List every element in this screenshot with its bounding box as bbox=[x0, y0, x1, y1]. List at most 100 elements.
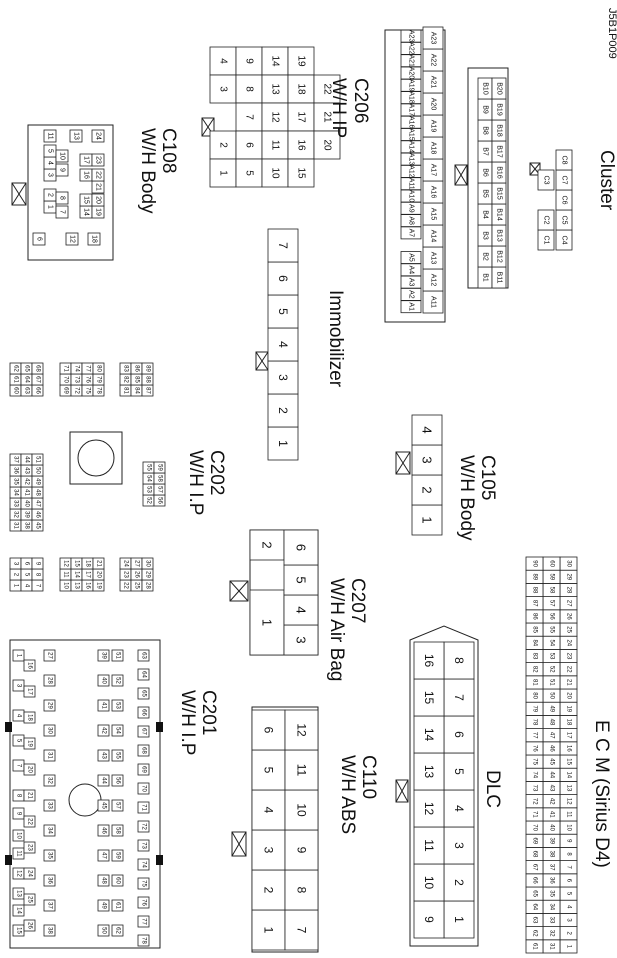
pin-ecm-44: 44 bbox=[542, 767, 561, 782]
pin-label: 64 bbox=[24, 376, 30, 383]
pin-c202-45: 45 bbox=[31, 519, 44, 532]
pin-ecm-8: 8 bbox=[559, 847, 578, 862]
pin-label: 71 bbox=[532, 811, 538, 818]
pin-ecm-20: 20 bbox=[559, 688, 578, 703]
pin-label: 16 bbox=[27, 662, 33, 669]
pin-ecm-63: 63 bbox=[525, 913, 544, 928]
pin-label: 2 bbox=[420, 486, 435, 493]
pin-label: 24 bbox=[27, 870, 33, 877]
connectors-layer: 1234567891011121314151617181920212223244… bbox=[5, 26, 578, 954]
pin-label: A19 bbox=[430, 120, 437, 133]
connector-ecm: 1316123262333634346453565636667376783868… bbox=[525, 556, 578, 954]
pin-c202-40: 40 bbox=[20, 497, 33, 510]
pin-c202-12: 12 bbox=[59, 557, 72, 570]
pin-ecm-34: 34 bbox=[542, 899, 561, 914]
pin-label: 13 bbox=[566, 785, 572, 792]
pin-label: 74 bbox=[141, 861, 147, 868]
pin-label: 1 bbox=[13, 584, 19, 588]
pin-ecm-61: 61 bbox=[525, 939, 544, 954]
pin-c202-74: 74 bbox=[70, 362, 83, 375]
pin-c202-66: 66 bbox=[31, 384, 44, 397]
pin-ecm-6: 6 bbox=[559, 873, 578, 888]
pin-c206-7: 7 bbox=[235, 102, 263, 132]
pin-label: 17 bbox=[85, 571, 91, 578]
pin-label: 18 bbox=[296, 83, 307, 95]
pin-label: 20 bbox=[96, 571, 102, 578]
pin-c202-29: 29 bbox=[141, 568, 154, 581]
pin-label: 1 bbox=[47, 205, 54, 209]
pin-c201-15: 15 bbox=[12, 924, 25, 937]
pin-ecm-79: 79 bbox=[525, 701, 544, 716]
pin-label: 66 bbox=[532, 877, 538, 884]
pin-ecm-13: 13 bbox=[559, 781, 578, 796]
c108-name-label: C108 bbox=[158, 128, 179, 173]
pin-label: 55 bbox=[146, 464, 152, 471]
pin-immobilizer-1: 1 bbox=[267, 426, 299, 461]
pin-c206-2: 2 bbox=[209, 130, 237, 160]
pin-label: 37 bbox=[13, 456, 19, 463]
pin-c202-41: 41 bbox=[20, 486, 33, 499]
pin-label: 74 bbox=[532, 771, 538, 778]
pin-ecm-24: 24 bbox=[559, 635, 578, 650]
c105-desc-label: W/H Body bbox=[456, 455, 477, 541]
pin-label: A23 bbox=[408, 30, 415, 43]
pin-c108-13: 13 bbox=[69, 129, 83, 143]
pin-c206-11: 11 bbox=[261, 130, 289, 160]
pin-ecm-36: 36 bbox=[542, 873, 561, 888]
pin-label: 58 bbox=[157, 475, 163, 482]
pin-c108-22: 22 bbox=[91, 168, 105, 182]
pin-c202-86: 86 bbox=[130, 362, 143, 375]
pin-label: A4 bbox=[408, 266, 415, 275]
pin-label: 12 bbox=[422, 802, 436, 816]
latch bbox=[395, 451, 411, 475]
pin-label: 7 bbox=[276, 242, 290, 249]
pin-label: 81 bbox=[532, 679, 538, 686]
pin-cluster-A21: A21 bbox=[422, 70, 444, 94]
pin-c202-87: 87 bbox=[141, 384, 154, 397]
pin-c110-7: 7 bbox=[284, 909, 319, 951]
pin-label: 42 bbox=[101, 727, 107, 734]
pin-label: 22 bbox=[566, 666, 572, 673]
pin-label: A9 bbox=[408, 204, 415, 213]
pin-label: 4 bbox=[262, 807, 276, 814]
pin-label: 80 bbox=[96, 365, 102, 372]
pin-label: 72 bbox=[532, 798, 538, 805]
pin-c105-4: 4 bbox=[411, 414, 443, 446]
pin-ecm-54: 54 bbox=[542, 635, 561, 650]
pin-label: 64 bbox=[532, 903, 538, 910]
pin-label: 1 bbox=[452, 916, 466, 923]
pin-dlc-9: 9 bbox=[413, 900, 445, 939]
dlc-label: DLC bbox=[482, 770, 503, 808]
pin-label: 31 bbox=[47, 752, 53, 759]
pin-c202-43: 43 bbox=[20, 464, 33, 477]
pin-c206-22: 22 bbox=[313, 74, 341, 104]
pin-label: 28 bbox=[566, 587, 572, 594]
pin-ecm-85: 85 bbox=[525, 622, 544, 637]
pin-c201-36: 36 bbox=[43, 874, 56, 887]
pin-cluster-B3: B3 bbox=[477, 224, 493, 247]
pin-label: 43 bbox=[101, 752, 107, 759]
pin-label: 76 bbox=[141, 899, 147, 906]
pin-c202-63: 63 bbox=[20, 384, 33, 397]
pin-c202-54: 54 bbox=[142, 472, 155, 485]
pin-cluster-C7: C7 bbox=[555, 169, 573, 191]
pin-label: 26 bbox=[27, 922, 33, 929]
pin-cluster-A14: A14 bbox=[422, 224, 444, 248]
pin-label: 1 bbox=[566, 945, 572, 949]
pin-label: 13 bbox=[73, 132, 80, 140]
pin-c108-8: 8 bbox=[55, 191, 69, 205]
pin-label: 59 bbox=[549, 573, 555, 580]
pin-c202-71: 71 bbox=[59, 362, 72, 375]
pin-c201-16: 16 bbox=[23, 659, 36, 672]
pin-ecm-60: 60 bbox=[542, 556, 561, 571]
pin-cluster-A20: A20 bbox=[422, 92, 444, 116]
pin-label: 9 bbox=[244, 58, 255, 64]
pin-label: 16 bbox=[83, 171, 90, 179]
pin-label: 44 bbox=[24, 456, 30, 463]
pin-label: 45 bbox=[549, 758, 555, 765]
pin-c201-4: 4 bbox=[12, 709, 25, 722]
pin-label: 2 bbox=[276, 407, 290, 414]
pin-ecm-49: 49 bbox=[542, 701, 561, 716]
labels-layer: J5B1P009 C108 W/H Body C206 W/H IP Immob… bbox=[137, 8, 617, 868]
